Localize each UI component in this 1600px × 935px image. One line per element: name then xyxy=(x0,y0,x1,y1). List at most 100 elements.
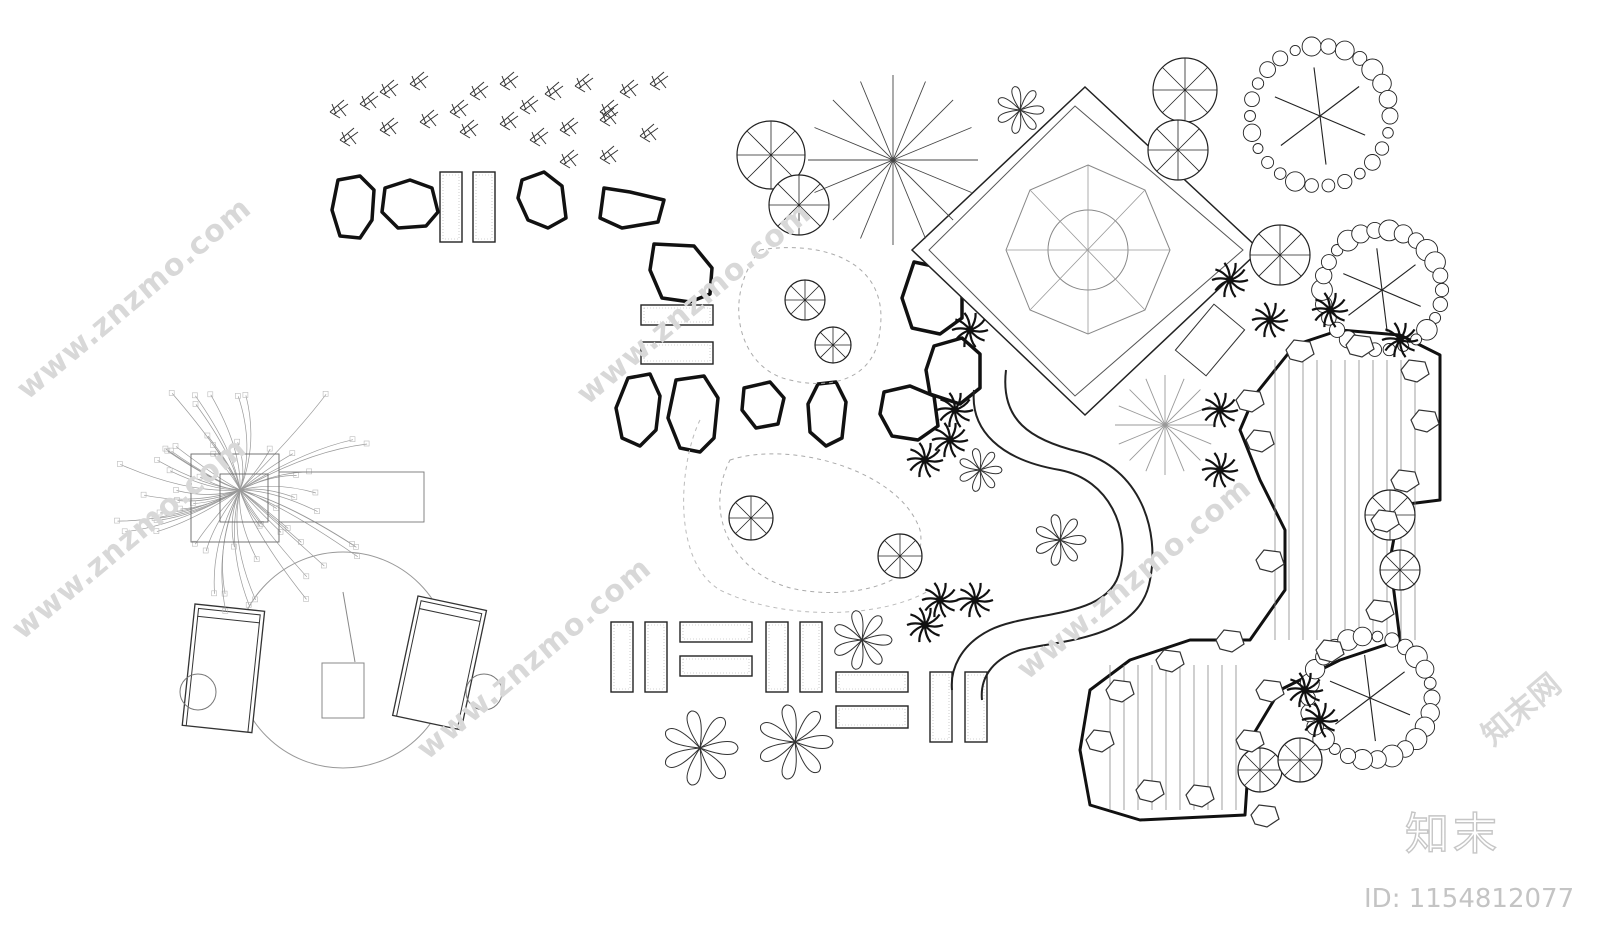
tree-canopy-icon xyxy=(1152,57,1218,123)
grass-tuft-icon xyxy=(639,123,659,143)
rock xyxy=(1245,429,1275,453)
tree-canopy-icon xyxy=(1147,119,1209,181)
palm-icon xyxy=(936,392,974,428)
palm-icon xyxy=(1251,302,1289,338)
rock xyxy=(1105,679,1135,703)
palm-icon xyxy=(1201,392,1239,428)
rock xyxy=(1185,784,1215,808)
tree-canopy-icon xyxy=(877,533,923,579)
side-stool xyxy=(179,673,217,711)
leafy-shrub-icon xyxy=(1035,514,1087,566)
rock xyxy=(1255,679,1285,703)
grass-tuft-icon xyxy=(649,71,669,91)
dashed-planting-beds xyxy=(683,247,931,613)
stepping-stone xyxy=(666,374,720,454)
tree-with-planter xyxy=(114,390,425,614)
stepping-stone xyxy=(648,242,714,304)
grass-tuft-icon xyxy=(599,145,619,165)
grass-tuft-icon xyxy=(599,107,619,127)
stepping-board xyxy=(835,705,909,729)
image-id-label: ID: 1154812077 xyxy=(1364,884,1575,914)
tree-canopy-icon xyxy=(1115,375,1215,475)
rock xyxy=(1410,409,1440,433)
tree-canopy-icon xyxy=(1249,224,1311,286)
grass-tuft-icon xyxy=(409,71,429,91)
leafy-shrub-icon xyxy=(665,710,739,786)
palm-icon xyxy=(1301,702,1339,738)
leafy-shrub-icon xyxy=(760,704,834,780)
stepping-stone xyxy=(330,174,376,240)
planter-box-inner xyxy=(219,473,269,523)
grass-tuft-icon xyxy=(544,81,564,101)
stepping-board xyxy=(765,621,789,693)
stepping-stone xyxy=(924,336,982,406)
rock xyxy=(1250,804,1280,828)
stepping-stone xyxy=(806,380,848,448)
brand-logo: 知末 xyxy=(1404,808,1501,860)
grass-tuft-icon xyxy=(574,73,594,93)
stepping-board xyxy=(610,621,634,693)
grass-tuft-icon xyxy=(499,71,519,91)
grass-tuft-icon xyxy=(529,127,549,147)
grass-tuft-icon xyxy=(559,117,579,137)
side-stool xyxy=(465,673,503,711)
lounge-chair-icon xyxy=(181,603,266,734)
tree-canopy-icon xyxy=(1277,737,1323,783)
tree-canopy-icon xyxy=(784,279,826,321)
leafy-shrub-icon xyxy=(959,448,1003,492)
stepping-stone xyxy=(614,372,662,448)
lounge-chair-icon xyxy=(391,595,488,731)
leafy-shrubs xyxy=(665,86,1440,828)
stepping-board xyxy=(929,671,953,743)
stepping-stone xyxy=(380,178,440,230)
palm-icon xyxy=(906,607,944,643)
rock xyxy=(1365,599,1395,623)
grass-tuft-icon xyxy=(619,79,639,99)
rock xyxy=(1155,649,1185,673)
grass-tuft-icon xyxy=(459,119,479,139)
stepping-boards xyxy=(439,171,988,743)
grass-tuft-icon xyxy=(329,99,349,119)
deck-bench xyxy=(1174,303,1246,377)
stepping-stone xyxy=(598,186,666,230)
palm-icon xyxy=(1211,262,1249,298)
palm-icon xyxy=(956,582,994,618)
stepping-stone xyxy=(516,170,568,230)
rock xyxy=(1345,334,1375,358)
stepping-board xyxy=(799,621,823,693)
tree-canopies xyxy=(728,36,1450,793)
stepping-board xyxy=(835,671,909,693)
stepping-board xyxy=(679,621,753,643)
pavilion-roof-inner xyxy=(928,105,1244,397)
side-table xyxy=(321,662,365,719)
tree-canopy-icon xyxy=(1237,747,1283,793)
stepping-board xyxy=(640,304,714,326)
umbrella-pole xyxy=(342,591,356,663)
stepping-stone xyxy=(878,384,940,442)
rock xyxy=(1285,339,1315,363)
grass-tuft-icon xyxy=(379,117,399,137)
tree-canopy-icon xyxy=(1242,36,1399,193)
palm-icon xyxy=(1311,292,1349,328)
rock xyxy=(1215,629,1245,653)
bench xyxy=(278,471,425,523)
palm-plants xyxy=(906,262,1419,738)
palm-icon xyxy=(1381,322,1419,358)
rock xyxy=(1235,389,1265,413)
rock xyxy=(1255,549,1285,573)
stepping-board xyxy=(640,341,714,365)
grass-tuft-icon xyxy=(559,149,579,169)
stepping-board xyxy=(472,171,496,243)
tree-canopy-icon xyxy=(808,75,978,245)
grass-tuft-icon xyxy=(359,91,379,111)
stepping-board xyxy=(644,621,668,693)
rock xyxy=(1400,359,1430,383)
grass-tuft-icon xyxy=(379,79,399,99)
stepping-board xyxy=(679,655,753,677)
rock xyxy=(1390,469,1420,493)
grass-tuft-icon xyxy=(469,81,489,101)
grass-tuft-icon xyxy=(499,111,519,131)
lounge-set xyxy=(179,551,503,769)
deck-boards xyxy=(1109,360,1416,810)
